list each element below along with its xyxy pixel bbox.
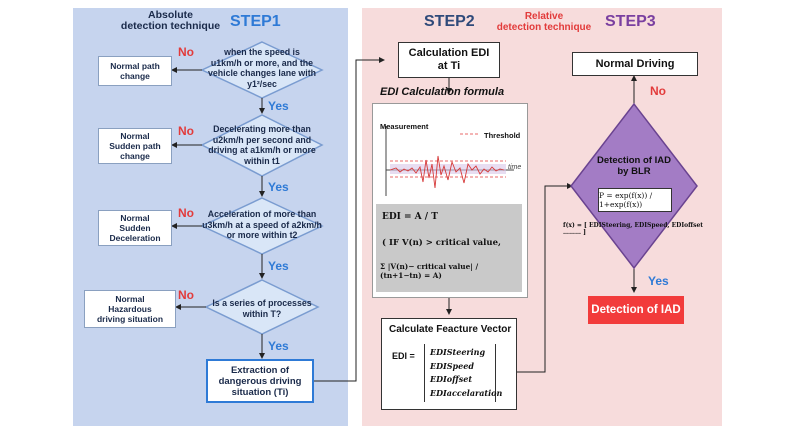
outcome-sudden-path-change: Normal Sudden path change (98, 128, 172, 164)
probability-formula: P = exp(f(x)) / 1+exp(f(x)) (598, 188, 672, 212)
extraction-box: Extraction of dangerous driving situatio… (206, 359, 314, 403)
step1-label: STEP1 (230, 13, 281, 30)
no-label-3: No (178, 206, 194, 220)
no-label-4: No (178, 288, 194, 302)
yes-label-1: Yes (268, 99, 289, 113)
measurement-plot (385, 126, 514, 196)
feature-item-offset: EDIoffset (430, 374, 473, 384)
formula-title: EDI Calculation formula (380, 86, 505, 98)
feature-item-acceleration: EDIaccelaration (430, 387, 503, 398)
outcome-hazardous-driving: Normal Hazardous driving situation (84, 290, 176, 328)
formula-line-2: ( IF V(n) > critical value, (382, 238, 501, 248)
feature-vector-bracket (424, 344, 496, 402)
fx-formula: f(x) = [ EDISteering, EDISpeed, EDIoffse… (563, 222, 704, 236)
feature-vector-items: EDISteering EDISpeed EDIoffset EDIaccela… (430, 346, 502, 400)
feature-vector-box (381, 318, 517, 410)
detection-result-box: Detection of IAD (588, 296, 684, 324)
feature-title: Calculate Feacture Vector (389, 324, 512, 335)
plot-threshold-label: Threshold (484, 131, 521, 140)
yes-label-2: Yes (268, 180, 289, 194)
iad-decision-diamond (570, 102, 698, 270)
plot-time-label: time (508, 164, 522, 171)
decision-3-text: Acceleration of more than u3km/h at a sp… (202, 209, 322, 240)
iad-yes-label: Yes (648, 274, 669, 288)
absolute-technique-label: Absolute detection technique (120, 9, 221, 32)
iad-decision-text: Detection of IAD by BLR (597, 155, 671, 177)
formula-line-3: Σ |V(n)− critical value| / (tn+1−tn) = A… (380, 262, 479, 280)
normal-driving-box: Normal Driving (572, 52, 698, 76)
formula-line-1: EDI = A / T (382, 212, 438, 222)
step3-label: STEP3 (605, 13, 656, 30)
outcome-normal-path-change: Normal path change (98, 56, 172, 86)
outcome-sudden-deceleration: Normal Sudden Deceleration (98, 210, 172, 246)
no-label-1: No (178, 45, 194, 59)
iad-no-label: No (650, 84, 666, 98)
step2-label: STEP2 (424, 13, 475, 30)
decision-2-text: Decelerating more than u2km/h per second… (208, 124, 316, 166)
decision-1-text: when the speed is u1km/h or more, and th… (207, 47, 317, 89)
decision-4-text: Is a series of processes within T? (212, 298, 312, 319)
relative-technique-label: Relative detection technique (496, 11, 592, 33)
plot-measurement-label: Measurement (380, 122, 429, 131)
no-label-2: No (178, 124, 194, 138)
formula-box (376, 204, 522, 292)
feature-item-speed: EDISpeed (430, 360, 474, 371)
feature-edi-label: EDI = (392, 351, 415, 361)
feature-item-steering: EDISteering (430, 347, 486, 357)
yes-label-3: Yes (268, 259, 289, 273)
yes-label-4: Yes (268, 339, 289, 353)
calculation-edi-box: Calculation EDI at Ti (398, 42, 500, 78)
